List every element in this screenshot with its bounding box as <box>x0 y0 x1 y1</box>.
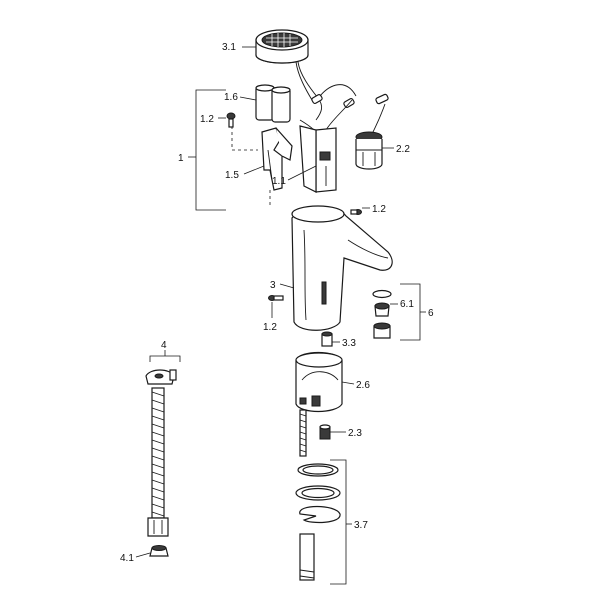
callout-4: 4 <box>161 340 167 351</box>
callout-3-1: 3.1 <box>222 42 236 53</box>
callout-1-2-top: 1.2 <box>200 114 214 125</box>
callout-labels: 3.1 1.6 1.2 1 1.5 1.1 2.2 1.2 3 6.1 6 1.… <box>120 42 434 564</box>
part-hose-nut <box>149 545 169 557</box>
callout-1-2-low: 1.2 <box>263 322 277 333</box>
part-screw-low <box>268 295 284 301</box>
callout-1-2-mid: 1.2 <box>372 204 386 215</box>
callout-6: 6 <box>428 308 434 319</box>
callout-4-1: 4.1 <box>120 553 134 564</box>
part-sensor-cap <box>255 29 323 121</box>
part-supply-hose <box>145 355 181 537</box>
callout-2-6: 2.6 <box>356 380 370 391</box>
part-fixing-set <box>295 459 347 585</box>
callout-1-5: 1.5 <box>225 170 239 181</box>
part-aerator-set <box>372 283 421 341</box>
part-solenoid-valve <box>355 131 383 170</box>
part-nipple <box>321 331 333 347</box>
callout-3-7: 3.7 <box>354 520 368 531</box>
callout-1-1: 1.1 <box>272 176 286 187</box>
callout-3: 3 <box>270 280 276 291</box>
part-cartridge-block <box>295 351 343 413</box>
callout-2-3: 2.3 <box>348 428 362 439</box>
callout-6-1: 6.1 <box>400 299 414 310</box>
group-1-bracket <box>195 89 226 211</box>
callout-1: 1 <box>178 153 184 164</box>
part-control-unit <box>299 125 337 193</box>
callout-3-3: 3.3 <box>342 338 356 349</box>
callout-leaders <box>135 46 426 558</box>
part-screw-mid <box>350 209 362 215</box>
callout-2-2: 2.2 <box>396 144 410 155</box>
part-nut <box>319 424 331 440</box>
part-mounting-bracket <box>261 127 293 191</box>
callout-1-6: 1.6 <box>224 92 238 103</box>
part-faucet-body <box>291 205 393 331</box>
part-threaded-rod <box>299 409 307 457</box>
part-battery-pack <box>255 84 291 123</box>
part-screw-top <box>226 112 236 128</box>
